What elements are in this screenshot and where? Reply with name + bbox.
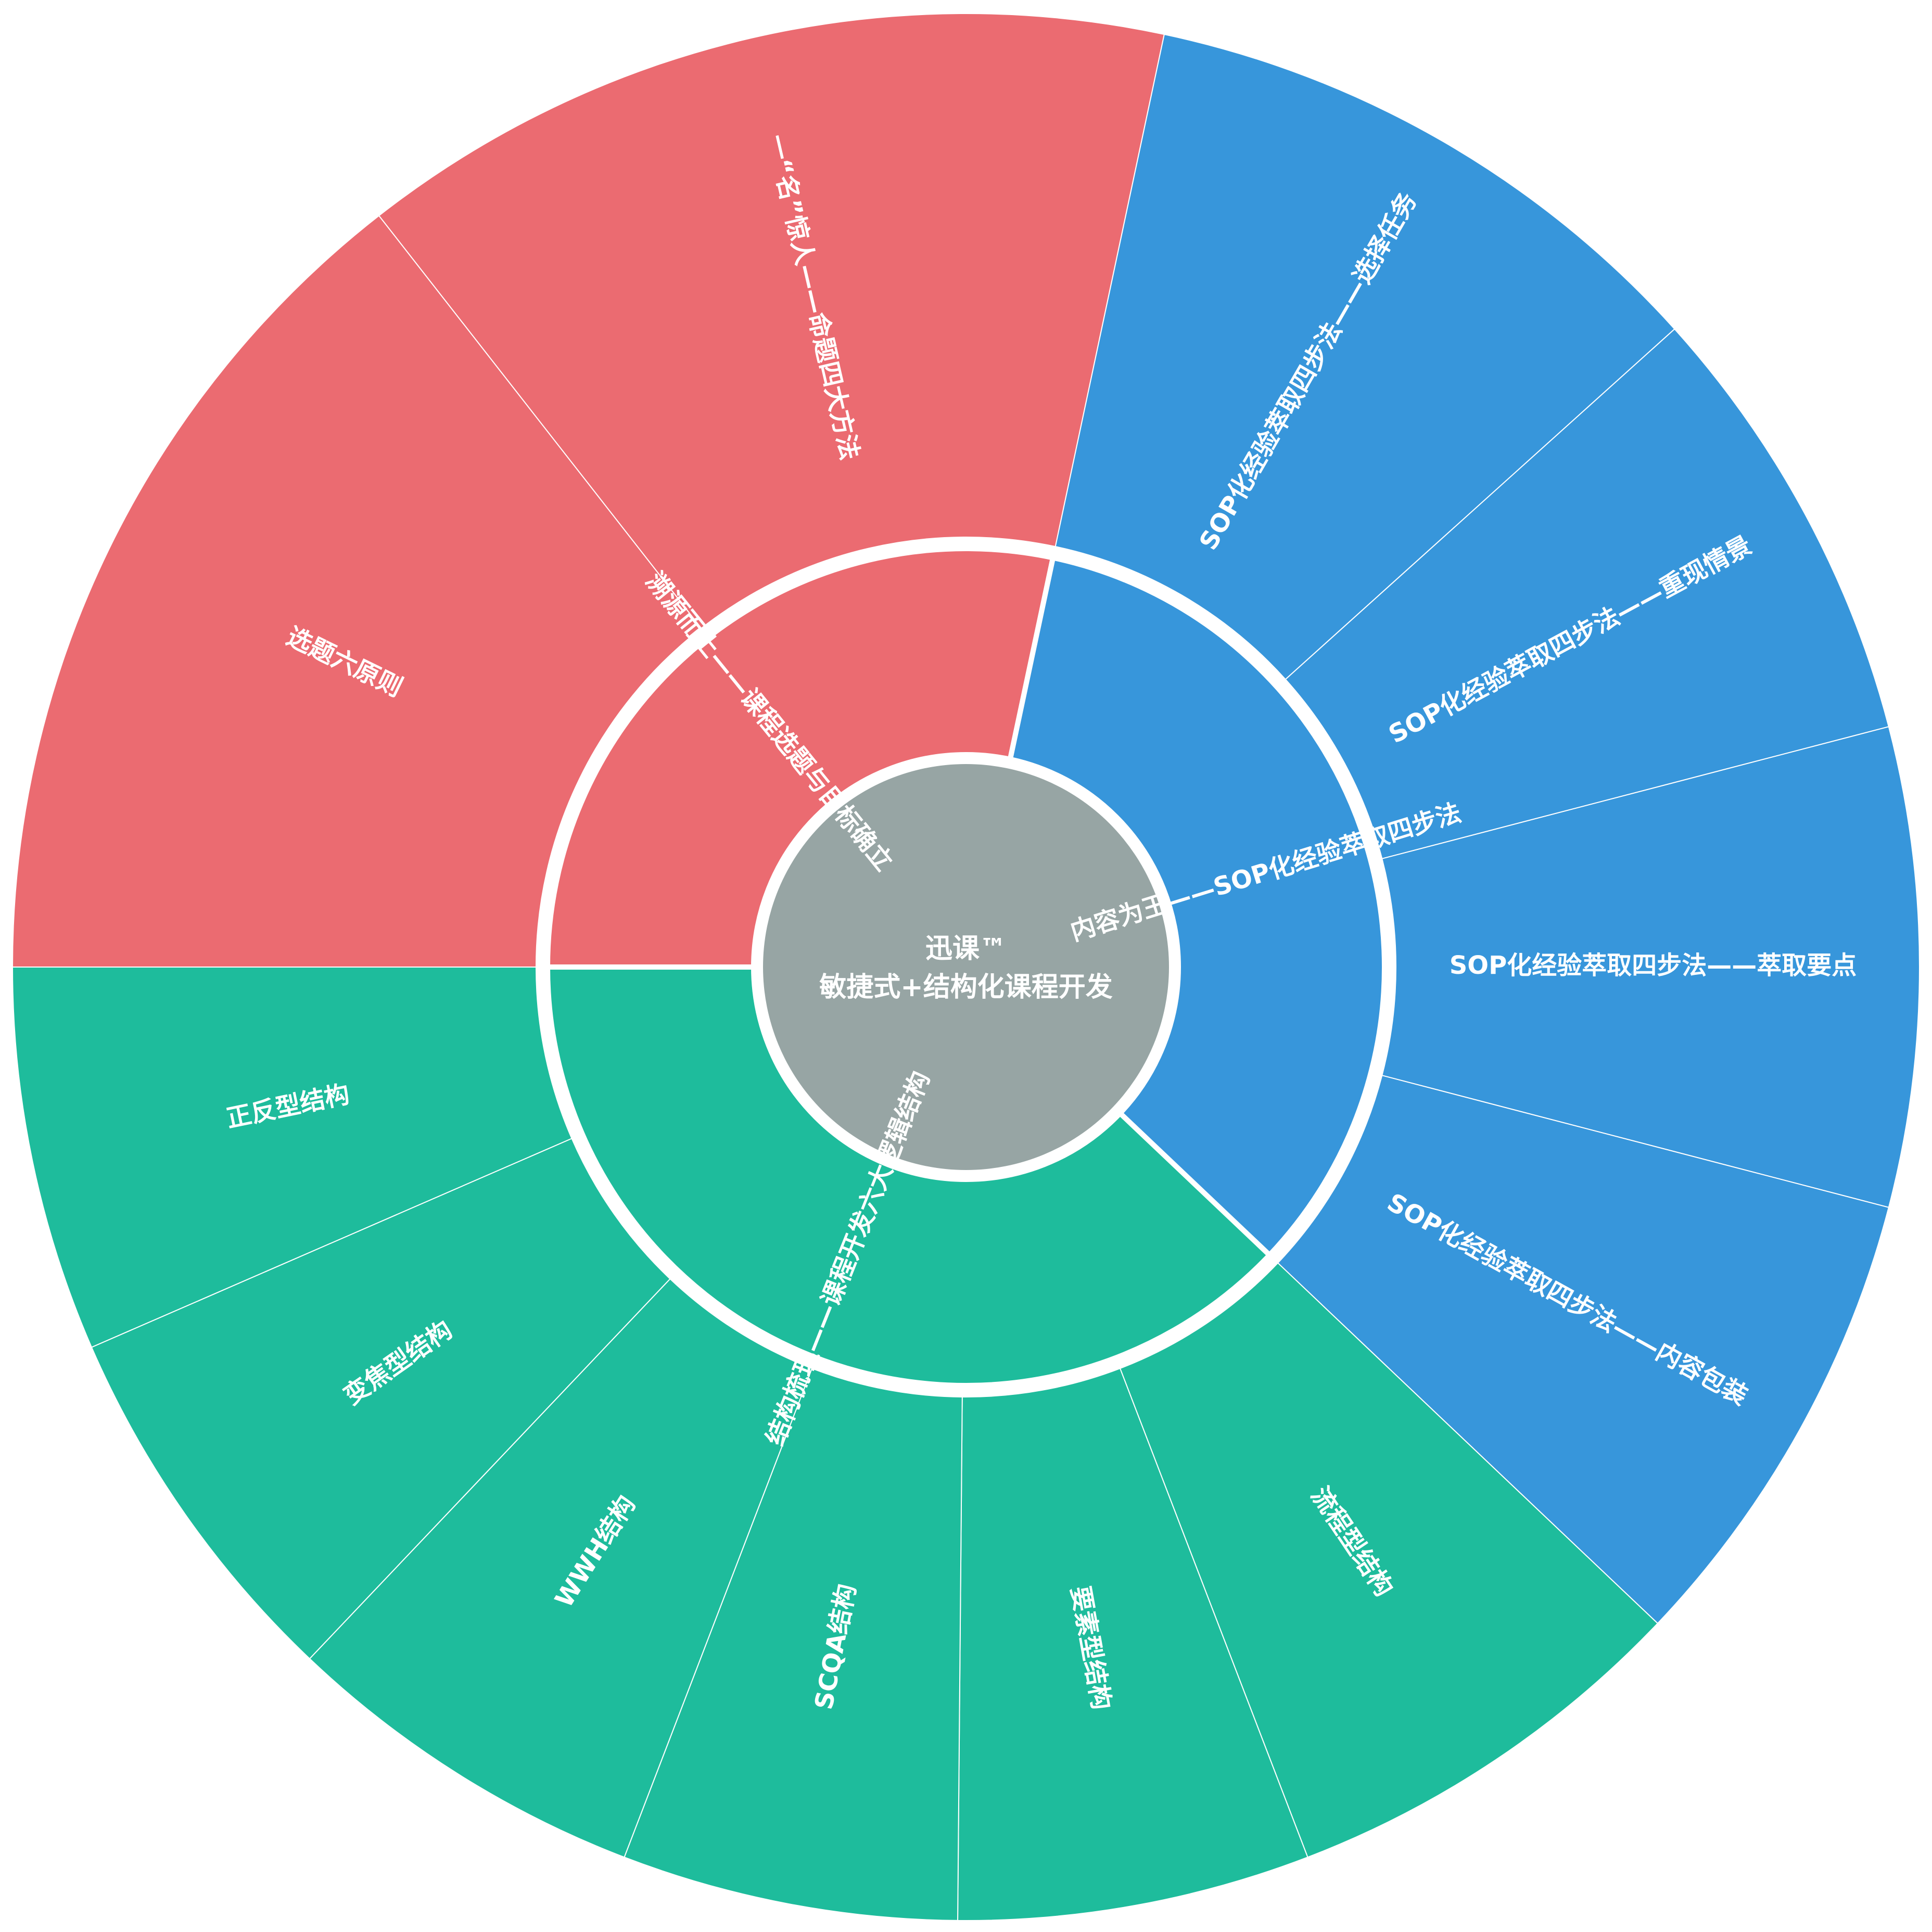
outer-segment-label: SOP化经验萃取四步法——萃取要点 <box>1450 951 1857 980</box>
center-circle <box>763 764 1169 1170</box>
ring-separator <box>536 537 1396 1397</box>
inner-ring <box>536 537 1396 1397</box>
center-node: 迅课™ 敏捷式+结构化课程开发 <box>763 764 1169 1170</box>
outer-ring <box>11 13 1920 1921</box>
center-title-line1: 迅课™ <box>925 933 1007 964</box>
outer-segment-blue[interactable] <box>1285 328 1890 860</box>
center-title-line2: 敏捷式+结构化课程开发 <box>819 972 1113 1003</box>
center-separator <box>751 752 1181 1182</box>
